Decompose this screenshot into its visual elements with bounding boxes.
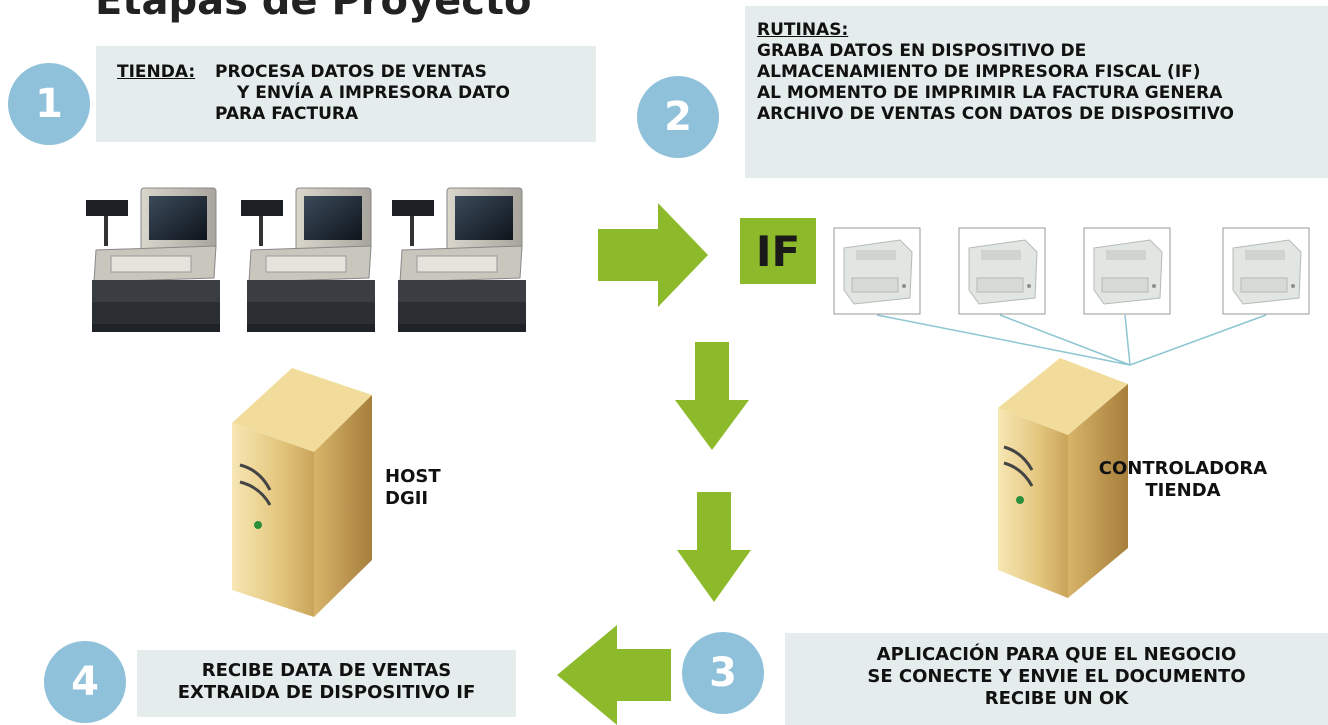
step-1-label: TIENDA: (117, 62, 196, 82)
step-2-number: 2 (664, 94, 692, 140)
controller-label: CONTROLADORA TIENDA (1085, 458, 1281, 502)
step-4-line: EXTRAIDA DE DISPOSITIVO IF (177, 682, 476, 703)
step-1-line: Y ENVÍA A IMPRESORA DATO (237, 83, 510, 103)
step-1-badge: 1 (8, 63, 90, 145)
step-1-line: PROCESA DATOS DE VENTAS (215, 62, 487, 82)
step-2-box (745, 6, 1328, 178)
step-3-box (785, 633, 1328, 725)
host-server-icon (232, 368, 372, 617)
pos-terminal-icon (86, 187, 220, 332)
step-1-number: 1 (35, 81, 63, 127)
step-3-line: SE CONECTE Y ENVIE EL DOCUMENTO (867, 666, 1246, 687)
step-1-box (96, 46, 596, 142)
host-label: HOST DGII (385, 466, 441, 510)
controller-label-line: CONTROLADORA (1098, 458, 1268, 479)
step-4-text: RECIBE DATA DE VENTAS EXTRAIDA DE DISPOS… (137, 660, 516, 704)
step-3-badge: 3 (682, 632, 764, 714)
step-1-line: PARA FACTURA (215, 104, 359, 124)
step-4-number: 4 (71, 659, 99, 705)
step-2-heading: RUTINAS: (757, 20, 849, 40)
step-4-badge: 4 (44, 641, 126, 723)
step-2-badge: 2 (637, 76, 719, 158)
arrow-left-icon (557, 625, 671, 725)
step-2-line: ARCHIVO DE VENTAS CON DATOS DE DISPOSITI… (757, 104, 1235, 124)
step-4-line: RECIBE DATA DE VENTAS (201, 660, 452, 681)
step-3-number: 3 (709, 650, 737, 696)
if-badge: IF (740, 218, 816, 284)
step-2-line: ALMACENAMIENTO DE IMPRESORA FISCAL (IF) (757, 62, 1201, 82)
step-2-text: RUTINAS: GRABA DATOS EN DISPOSITIVO DE A… (757, 20, 1234, 125)
step-2-line: GRABA DATOS EN DISPOSITIVO DE (757, 41, 1087, 61)
step-3-line: RECIBE UN OK (984, 688, 1129, 709)
step-3-line: APLICACIÓN PARA QUE EL NEGOCIO (876, 644, 1237, 665)
step-4-box (137, 650, 516, 717)
step-1-text: PROCESA DATOS DE VENTAS Y ENVÍA A IMPRES… (215, 62, 510, 125)
host-label-line: HOST (385, 466, 441, 487)
controller-server-icon (998, 358, 1128, 598)
step-2-line: AL MOMENTO DE IMPRIMIR LA FACTURA GENERA (757, 83, 1223, 103)
arrow-down-icon (675, 342, 749, 450)
arrow-right-icon (598, 203, 708, 307)
controller-label-line: TIENDA (1145, 480, 1221, 501)
arrow-down-icon (677, 492, 751, 602)
page-title: Etapas de Proyecto (95, 0, 532, 24)
host-label-line: DGII (385, 488, 429, 509)
step-3-text: APLICACIÓN PARA QUE EL NEGOCIO SE CONECT… (785, 644, 1328, 710)
printer-icon (833, 227, 921, 315)
